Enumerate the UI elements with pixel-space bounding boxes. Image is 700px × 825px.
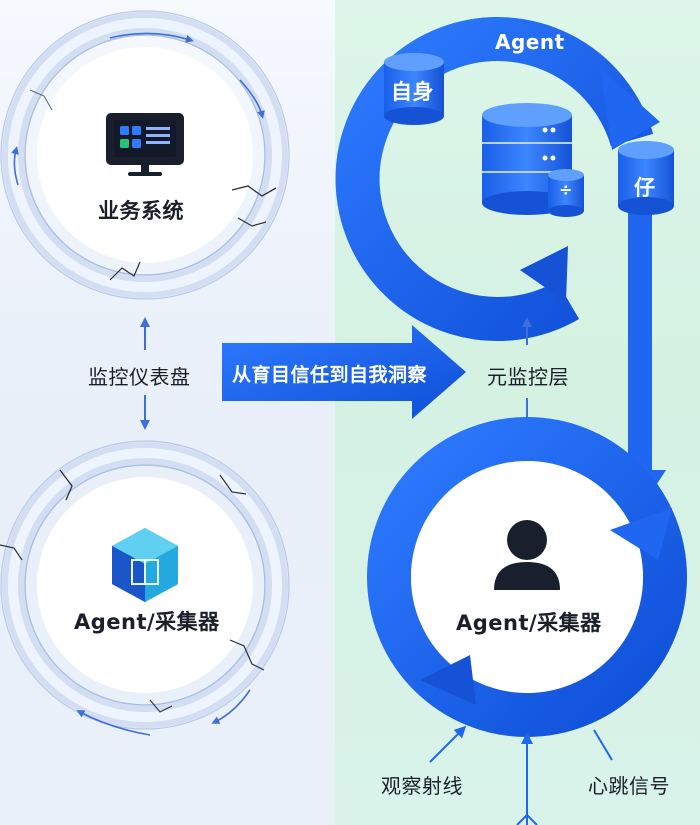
agent-cube-icon <box>112 528 178 602</box>
database-small-icon <box>548 169 584 217</box>
heartbeat-signal-arrow <box>593 729 613 761</box>
database-self-label: 自身 <box>391 80 434 104</box>
right-agent-collector-label: Agent/采集器 <box>456 611 602 635</box>
monitor-dashboard-label: 监控仪表盘 <box>88 365 191 389</box>
user-avatar-icon <box>494 520 560 590</box>
left-agent-collector-label: Agent/采集器 <box>74 610 220 634</box>
database-self-icon <box>384 53 444 125</box>
agent-loop-label: Agent <box>495 30 565 54</box>
database-small-label: ÷ <box>559 180 573 199</box>
business-system-label: 业务系统 <box>98 199 184 223</box>
monitor-icon <box>106 113 184 176</box>
observation-ray-label: 观察射线 <box>381 774 463 798</box>
bottom-input-arrow <box>516 732 538 825</box>
center-arrow-label: 从育目信任到自我洞察 <box>232 364 428 386</box>
center-transition-arrow <box>222 325 466 419</box>
meta-monitor-layer-label: 元监控层 <box>487 365 569 389</box>
heartbeat-signal-label: 心跳信号 <box>588 774 670 798</box>
database-right-label: 仔 <box>634 176 656 200</box>
right-top-loop <box>335 17 660 341</box>
left-vertical-connector <box>139 317 151 463</box>
observation-ray-arrow <box>429 725 467 763</box>
database-right-icon <box>618 141 674 215</box>
